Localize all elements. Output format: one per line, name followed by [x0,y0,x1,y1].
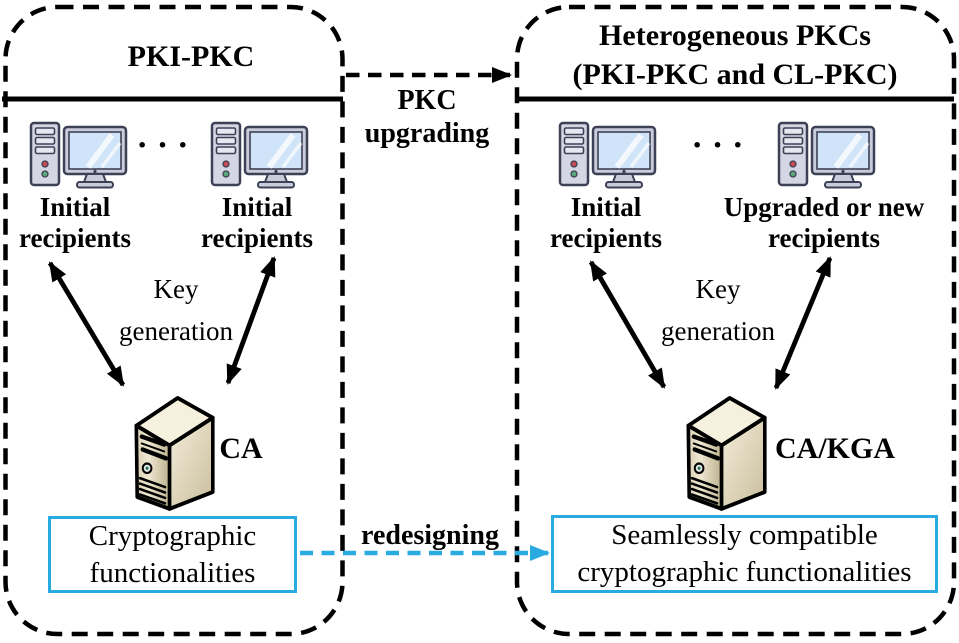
functionalities-box-left-text: Cryptographic functionalities [88,519,257,589]
desktop-computer-icon [31,123,126,188]
key-generation-label-right: Key generation [661,274,775,346]
functionalities-box-right-text: Seamlessly compatible cryptographic func… [577,519,912,588]
ellipsis-icon: ··· [691,127,753,164]
right-panel-border [514,4,957,637]
functionalities-box-right: Seamlessly compatible cryptographic func… [551,515,938,593]
redesigning-label: redesigning [361,520,499,551]
left-panel-title: PKI-PKC [127,40,255,73]
server-label-ca: CA [219,432,263,465]
recipients-label-left-1: Initial recipients [19,192,131,253]
recipients-label-right-1: Initial recipients [550,192,662,253]
left-panel-border [3,4,345,637]
key-generation-arrow-left-2 [225,256,277,385]
key-generation-arrow-right-1 [588,260,667,389]
functionalities-box-left: Cryptographic functionalities [48,516,297,593]
server-label-ca-kga: CA/KGA [775,432,895,465]
recipients-label-left-2: Initial recipients [201,192,313,253]
key-generation-arrow-right-2 [773,256,833,390]
desktop-computer-icon [560,123,655,188]
desktop-computer-icon [779,123,874,188]
key-generation-arrow-left-1 [47,261,126,387]
pkc-upgrading-label: PKC upgrading [364,85,490,149]
desktop-computer-icon [212,123,307,188]
right-panel-title: Heterogeneous PKCs (PKI-PKC and CL-PKC) [572,19,898,91]
ellipsis-icon: ··· [136,127,198,164]
key-generation-label-left: Key generation [119,274,233,346]
recipients-label-right-2: Upgraded or new recipients [723,192,925,253]
